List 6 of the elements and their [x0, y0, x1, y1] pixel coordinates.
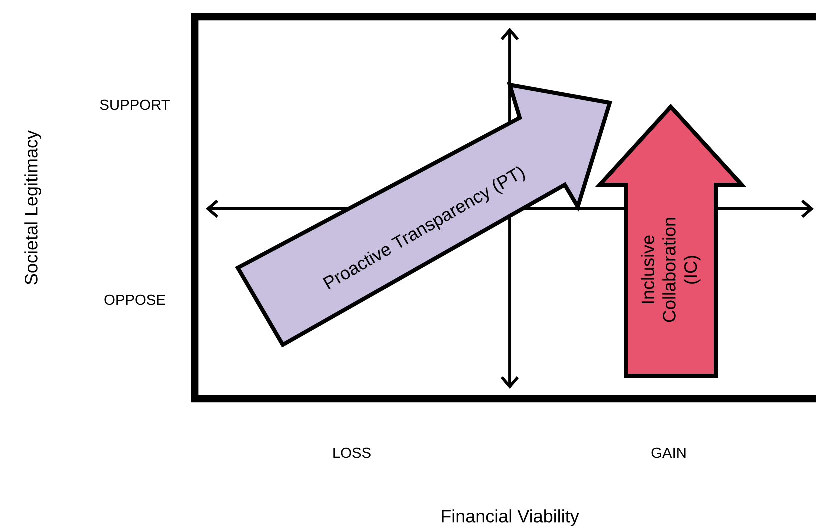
axis-label: OPPOSE	[104, 294, 166, 306]
axis-label: SUPPORT	[100, 100, 170, 110]
axis-label: GAIN	[652, 448, 686, 458]
axis-label: LOSS	[334, 448, 371, 458]
axis-title: Societal Legitimacy	[24, 130, 42, 285]
axis-title: Financial Viability	[442, 510, 580, 526]
